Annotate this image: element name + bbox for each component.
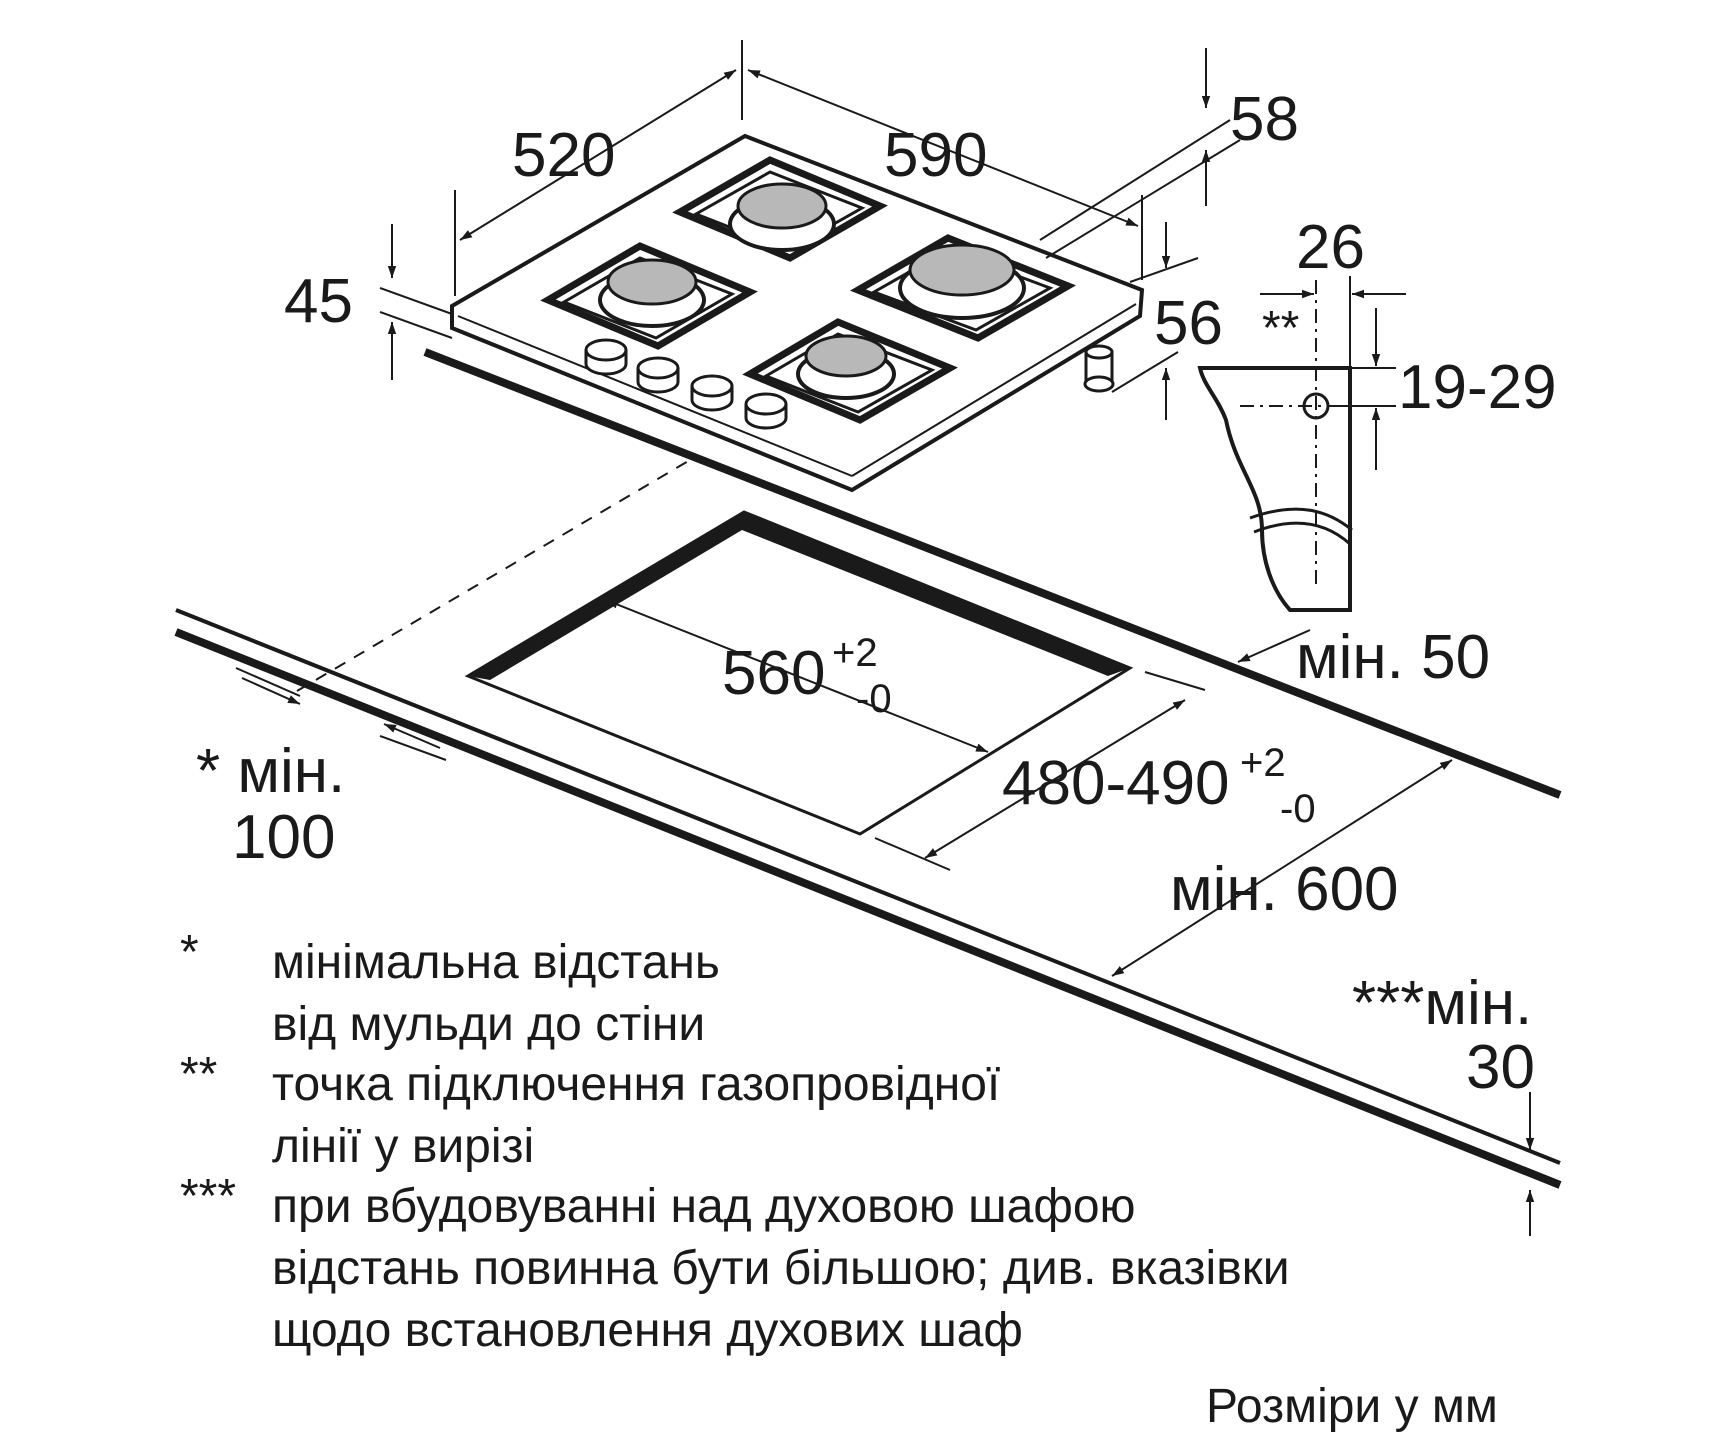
note-3-mark: ***	[180, 1170, 236, 1223]
label-min-back: мін. 50	[1296, 623, 1490, 692]
label-min-worktop-1: ***мін.	[1352, 969, 1532, 1038]
footnotes: * мінімальна відстань від мульди до стін…	[180, 926, 1498, 1433]
min-100-arrow-in	[241, 677, 301, 705]
note-2-line-1: точка підключення газопровідної	[272, 1058, 1000, 1111]
ext-56-bottom	[1111, 351, 1179, 393]
min-50-arrow	[1237, 629, 1311, 663]
bracket-detail	[1197, 276, 1406, 612]
label-height-front: 45	[284, 267, 353, 336]
note-3-line-3: щодо встановлення духових шаф	[272, 1304, 1023, 1357]
knob-4-icon	[744, 392, 788, 430]
bracket-break-line	[1249, 507, 1353, 532]
label-depth: 520	[512, 121, 615, 190]
cutout-depth-dim-line	[924, 699, 1186, 859]
knob-1-icon	[584, 338, 628, 376]
label-connection-offset: 26	[1296, 213, 1365, 282]
cutout-depth-ext-2	[874, 837, 951, 871]
worktop-front-top-edge	[175, 608, 1561, 1165]
label-cutout-depth: 480-490	[1002, 749, 1230, 818]
hob-bevel-line-2	[851, 303, 1137, 477]
note-2-mark: **	[180, 1048, 217, 1101]
note-2-line-2: лінії у вирізі	[272, 1120, 534, 1173]
units-label: Розміри у мм	[1206, 1380, 1498, 1433]
control-knobs	[584, 338, 788, 430]
worktop	[174, 348, 1562, 1189]
hob-bevel-line	[457, 315, 853, 477]
label-cutout-depth-minus: -0	[1280, 787, 1316, 831]
knob-2-icon	[636, 356, 680, 394]
hob-side-edge	[451, 314, 1141, 492]
cutout-width-dim-line	[605, 599, 989, 753]
ext-100-1	[235, 667, 301, 697]
burner-front-right	[796, 334, 896, 400]
burner-back-left	[728, 182, 836, 252]
label-min-wall-1: * мін.	[196, 737, 345, 806]
label-min-wall-2: 100	[232, 803, 335, 872]
burner-back-right	[898, 243, 1026, 320]
label-cutout-width: 560	[722, 639, 825, 708]
burner-front-left	[598, 258, 706, 328]
note-1-line-2: від мульди до стіни	[272, 998, 705, 1051]
ext-45-bottom	[379, 311, 453, 339]
dimension-labels: 520 590 58 45 56 26 ** 19-29 560 +2 -0 4…	[196, 85, 1557, 1102]
min-100-arrow-back	[383, 723, 441, 749]
hob-projection-dashed	[296, 459, 691, 692]
worktop-front-edge	[174, 628, 1562, 1189]
ext-45-top	[379, 287, 453, 315]
label-width: 590	[884, 121, 987, 190]
note-1-line-1: мінімальна відстань	[272, 936, 720, 989]
cutout	[464, 510, 1206, 871]
label-connection-height: 19-29	[1398, 353, 1557, 422]
worktop-dimensions	[235, 629, 1535, 1236]
min-600-dim-line	[1111, 759, 1453, 977]
width-dim-line	[747, 69, 1139, 227]
bracket-profile	[1197, 366, 1352, 612]
depth-dim-line	[459, 69, 737, 241]
note-1-mark: *	[180, 926, 199, 979]
label-min-front: мін. 600	[1170, 855, 1399, 924]
note-3-line-2: відстань повинна бути більшою; див. вказ…	[272, 1242, 1290, 1295]
cutout-depth-ext-1	[1144, 671, 1206, 691]
ext-56-top	[1129, 257, 1199, 283]
label-gas-pipe-offset: 56	[1154, 289, 1223, 358]
top-dimensions	[379, 40, 1241, 420]
gas-connector-icon	[1083, 344, 1115, 393]
label-connection-mark: **	[1262, 302, 1299, 355]
note-3-line-1: при вбудовуванні над духовою шафою	[272, 1180, 1136, 1233]
cutout-inner-wall	[468, 512, 1130, 680]
knob-3-icon	[690, 374, 734, 412]
ext-100-2	[379, 735, 447, 761]
label-cutout-width-plus: +2	[832, 631, 878, 675]
label-cutout-depth-plus: +2	[1240, 741, 1286, 785]
label-cutout-width-minus: -0	[856, 677, 892, 721]
label-gas-pipe-height: 58	[1230, 85, 1299, 154]
bracket-break-line-2	[1253, 521, 1352, 546]
label-min-worktop-2: 30	[1466, 1033, 1535, 1102]
worktop-back-edge	[423, 348, 1562, 799]
ext-58-top	[1039, 119, 1231, 241]
